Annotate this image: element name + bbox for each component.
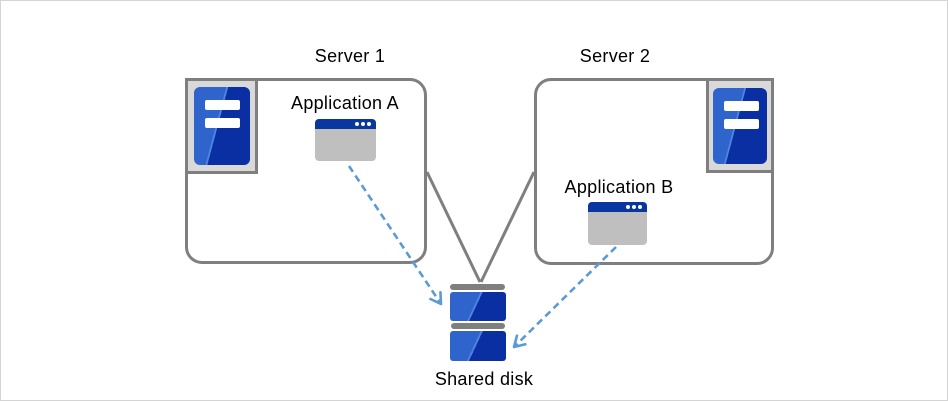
- server-slot-bar: [724, 100, 759, 111]
- server-slot-bar: [204, 118, 240, 128]
- disk-stack-icon: [450, 331, 506, 361]
- app-window-icon: [588, 202, 647, 245]
- shared-disk-label: Shared disk: [434, 369, 534, 389]
- disk-cap-bar: [450, 284, 505, 290]
- application-b-label: Application B: [564, 177, 674, 197]
- disk-stack-icon: [450, 292, 506, 321]
- app-window-titlebar: [315, 119, 376, 129]
- server2-disk-connector-line: [479, 171, 536, 283]
- application-a-label: Application A: [291, 93, 399, 113]
- server-slot-bar: [204, 100, 240, 110]
- server1-icon-panel: [185, 78, 258, 174]
- server1-disk-connector-line: [425, 171, 482, 283]
- window-dots-icon: [367, 122, 371, 126]
- server-slot-bar: [724, 118, 759, 129]
- server2-label: Server 2: [579, 46, 651, 66]
- app-window-icon: [315, 119, 376, 161]
- server-icon: [193, 87, 250, 165]
- disk-cap-bar: [451, 323, 505, 329]
- window-dots-icon: [638, 205, 642, 209]
- server1-label: Server 1: [314, 46, 386, 66]
- server2-icon-panel: [706, 78, 774, 173]
- server-icon: [713, 87, 767, 164]
- app-window-titlebar: [588, 202, 647, 212]
